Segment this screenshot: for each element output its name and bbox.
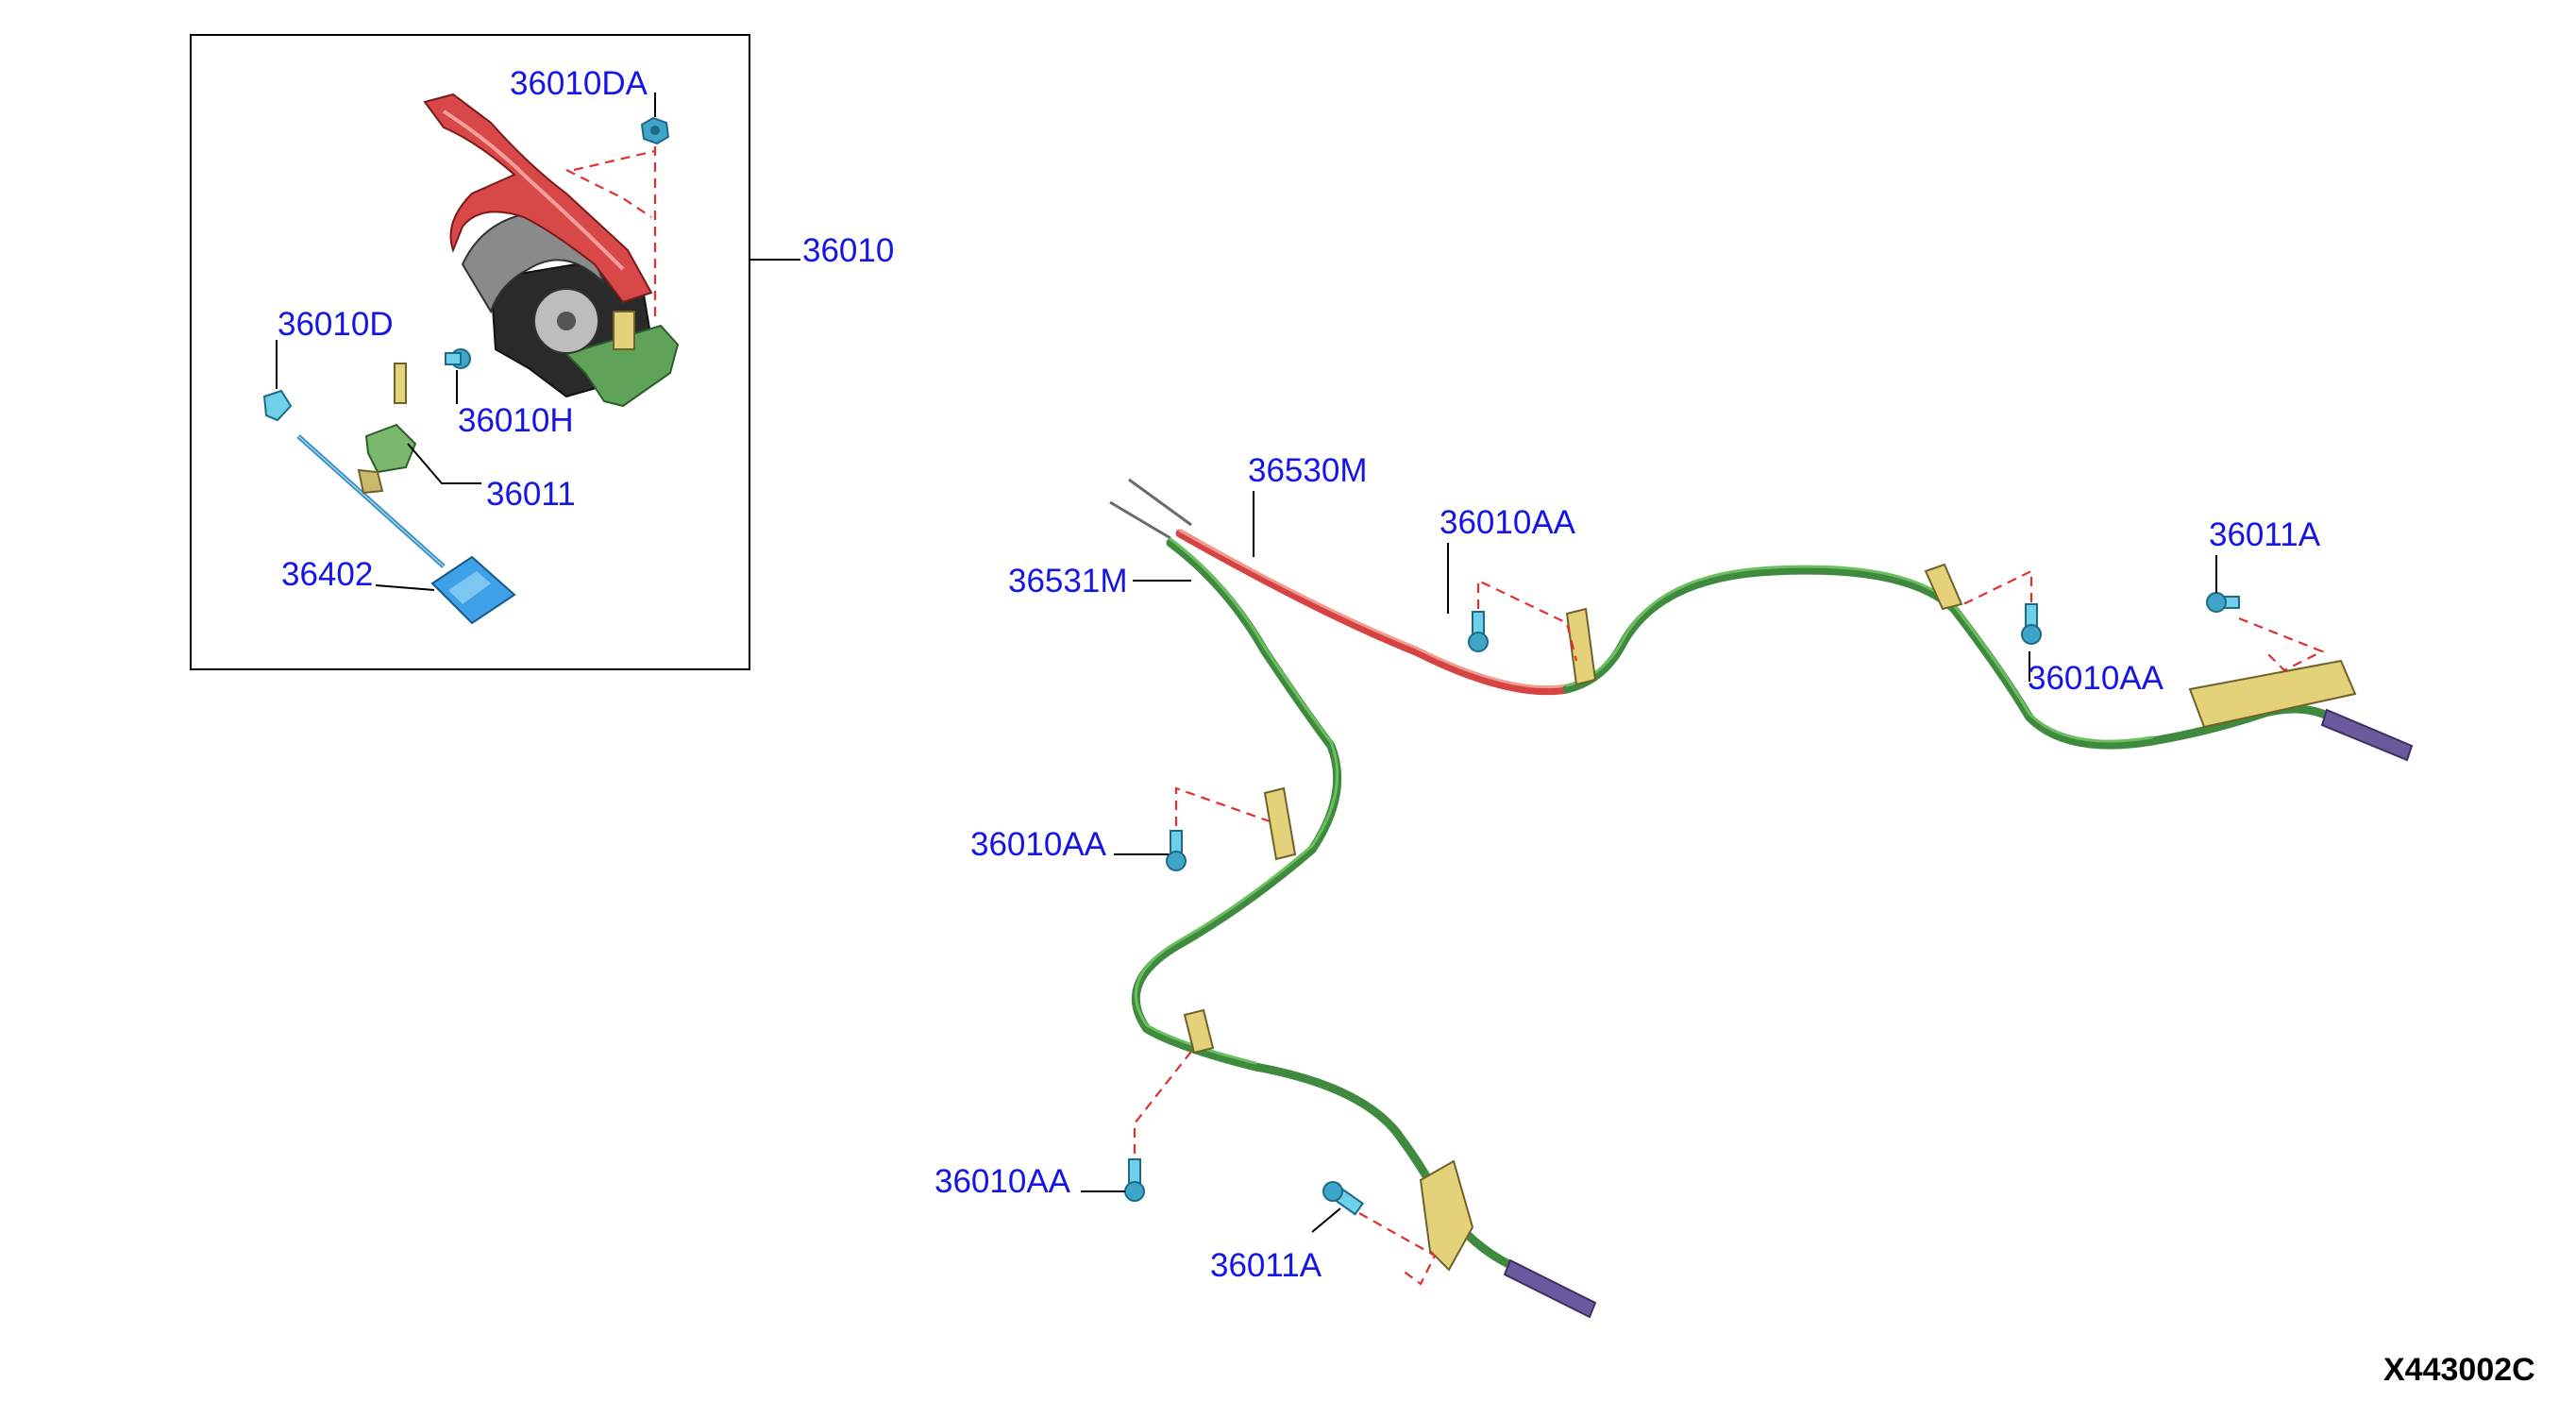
cable-right-end-fitting [2320, 708, 2414, 762]
callout-36011A-lower: 36011A [1210, 1247, 1322, 1284]
callout-36010AA-right: 36010AA [2028, 660, 2164, 697]
bracket-36011 [357, 363, 417, 495]
dash-36010AA-left-lower [1133, 1047, 1195, 1154]
callout-36010AA-left-upper: 36010AA [970, 826, 1107, 863]
diagram-id-label: X443002C [2383, 1352, 2535, 1388]
callout-36402: 36402 [281, 556, 373, 593]
bracket-left-upper [1263, 786, 1297, 861]
callout-36530M: 36530M [1248, 452, 1367, 489]
leader-36011A-lower [1311, 1207, 1341, 1233]
cable-36530M [1175, 529, 1572, 696]
dash-36011A-lower [1358, 1212, 1437, 1286]
bracket-36011-icon [364, 423, 417, 474]
lever-assembly-inset-frame [190, 34, 750, 670]
bolt-36010H [445, 348, 471, 369]
bolt-36011A-lower [1322, 1181, 1365, 1216]
cable-36530M-highlight [1178, 529, 1569, 689]
switch-top [448, 571, 491, 604]
callout-36010DA: 36010DA [510, 65, 648, 102]
cable-left-end-fitting [1503, 1258, 1597, 1319]
callout-36010H: 36010H [458, 402, 574, 439]
cable-36531M-highlight [1134, 537, 1339, 1065]
cable-right-rear [1562, 565, 2336, 750]
dash-36010AA-right [1962, 569, 2033, 605]
bracket-upper-right [1924, 563, 1963, 611]
callout-36531M: 36531M [1008, 563, 1127, 599]
callout-36010: 36010 [802, 232, 894, 269]
clip-36010D [262, 389, 293, 422]
leader-36402 [375, 584, 435, 591]
callout-36011: 36011 [486, 476, 576, 513]
bracket-lower-end [1419, 1159, 1474, 1272]
bracket-36011-pin [394, 363, 407, 404]
bracket-upper-center [1565, 607, 1597, 686]
callout-36010D: 36010D [278, 306, 394, 343]
switch-cable-highlight [297, 435, 445, 567]
lever-grip [423, 93, 653, 304]
callout-36011A-right: 36011A [2209, 516, 2321, 553]
lever-base-plate [564, 324, 680, 408]
bolt-36010AA-right [2021, 603, 2042, 645]
dash-36010DA-top [573, 149, 656, 172]
bolt-36010H-shank [445, 352, 462, 365]
callout-36010AA-center: 36010AA [1440, 504, 1576, 541]
front-cable-end-wire-1 [1109, 500, 1171, 540]
lever-grip-highlight [442, 110, 625, 271]
dash-36011A-right [2238, 616, 2325, 672]
dash-36010AA-center [1476, 579, 1578, 662]
leader-36011 [407, 443, 481, 484]
switch-36402 [430, 555, 516, 625]
nut-36010DA [640, 116, 670, 145]
cable-36531M [1131, 538, 1515, 1270]
bolt-36010AA-left-lower [1124, 1158, 1145, 1202]
parking-brake-lever-assembly [423, 93, 680, 408]
nut-hole [650, 126, 660, 135]
lever-bracket [613, 311, 635, 350]
bracket-36011-foot [357, 468, 384, 495]
bolt-36010AA-center [1468, 611, 1489, 652]
front-cable-end-wire-2 [1128, 478, 1192, 527]
dash-36010AA-left-upper [1174, 786, 1271, 826]
lever-pivot-center [557, 312, 576, 330]
dash-36010DA-diagonal [565, 169, 652, 218]
clip-icon [262, 389, 293, 422]
cable-right-rear-highlight [1565, 565, 2154, 743]
callout-36010AA-left-lower: 36010AA [934, 1163, 1071, 1200]
bracket-left-middle [1183, 1008, 1215, 1055]
bolt-36010AA-left-upper [1166, 830, 1187, 871]
bolt-36011A-right [2206, 592, 2240, 613]
bracket-right-end [2188, 659, 2357, 729]
